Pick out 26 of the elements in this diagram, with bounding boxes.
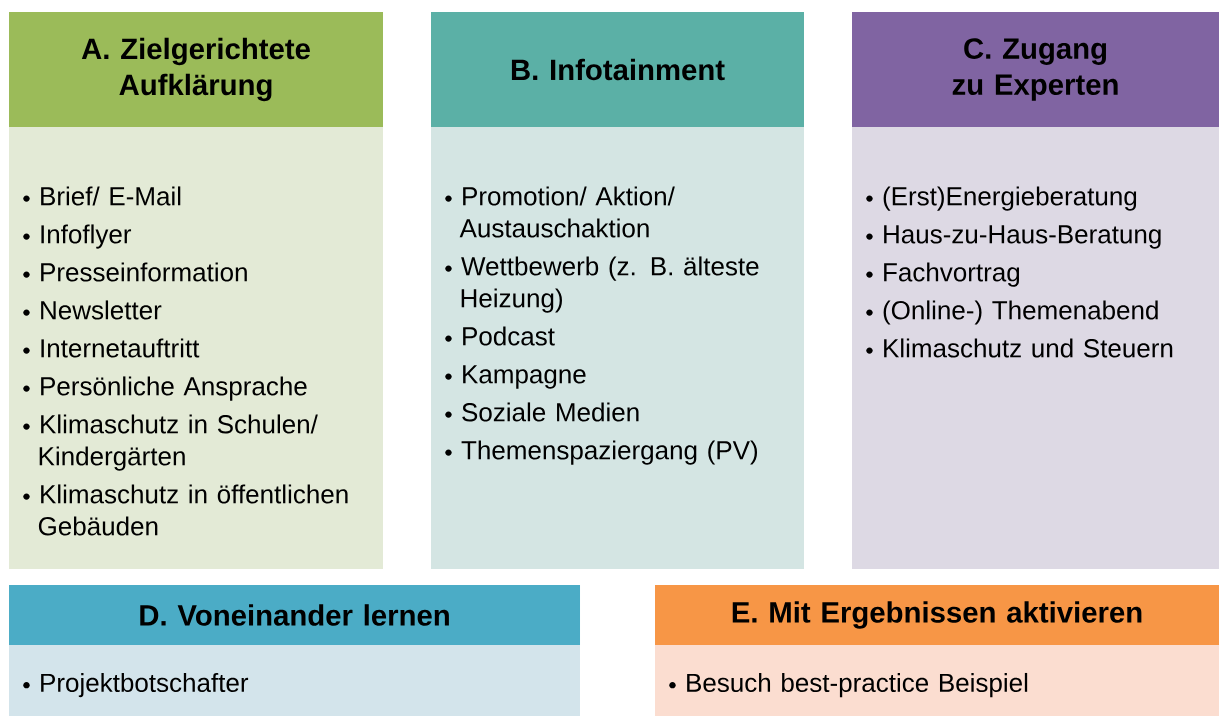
list-item: Klimaschutz und Steuern xyxy=(884,338,1173,358)
list-item: Klimaschutz in Schulen/ Kindergärten xyxy=(39,414,318,471)
list-item: Haus-zu-Haus-Beratung xyxy=(884,225,1161,249)
list-item: Besuch best-practice Beispiel xyxy=(687,672,1028,698)
list-item: Soziale Medien xyxy=(462,402,639,422)
header-band: D. Voneinander lernen xyxy=(9,585,580,645)
list-item: Projektbotschafter xyxy=(41,672,249,698)
header-band: B. Infotainment xyxy=(431,12,804,127)
list-item: Podcast xyxy=(463,326,555,346)
list-item: Infoflyer xyxy=(41,224,132,249)
list-item: Brief/ E-Mail xyxy=(41,186,181,206)
list-item: (Online-) Themenabend xyxy=(883,300,1158,325)
header-band: E. Mit Ergebnissen aktivieren xyxy=(655,585,1219,645)
list-item: Presseinformation xyxy=(41,262,247,282)
header-band: A. Zielgerichtete Aufklärung xyxy=(9,12,383,127)
list-item: Internetauftritt xyxy=(41,338,200,358)
header-band: C. Zugang zu Experten xyxy=(852,12,1219,127)
list-item: Persönliche Ansprache xyxy=(41,376,307,401)
list-item: Themenspaziergang (PV) xyxy=(461,440,758,465)
list-item: Wettbewerb (z. B. älteste Heizung) xyxy=(461,256,759,313)
list-item: Newsletter xyxy=(41,300,162,320)
list-item: (Erst)Energieberatung xyxy=(883,186,1137,211)
list-item: Kampagne xyxy=(463,365,586,389)
list-item: Fachvortrag xyxy=(884,262,1020,287)
list-item: Promotion/ Aktion/ Austauschaktion xyxy=(459,186,675,238)
list-item: Klimaschutz in öffentlichen Gebäuden xyxy=(38,484,348,536)
